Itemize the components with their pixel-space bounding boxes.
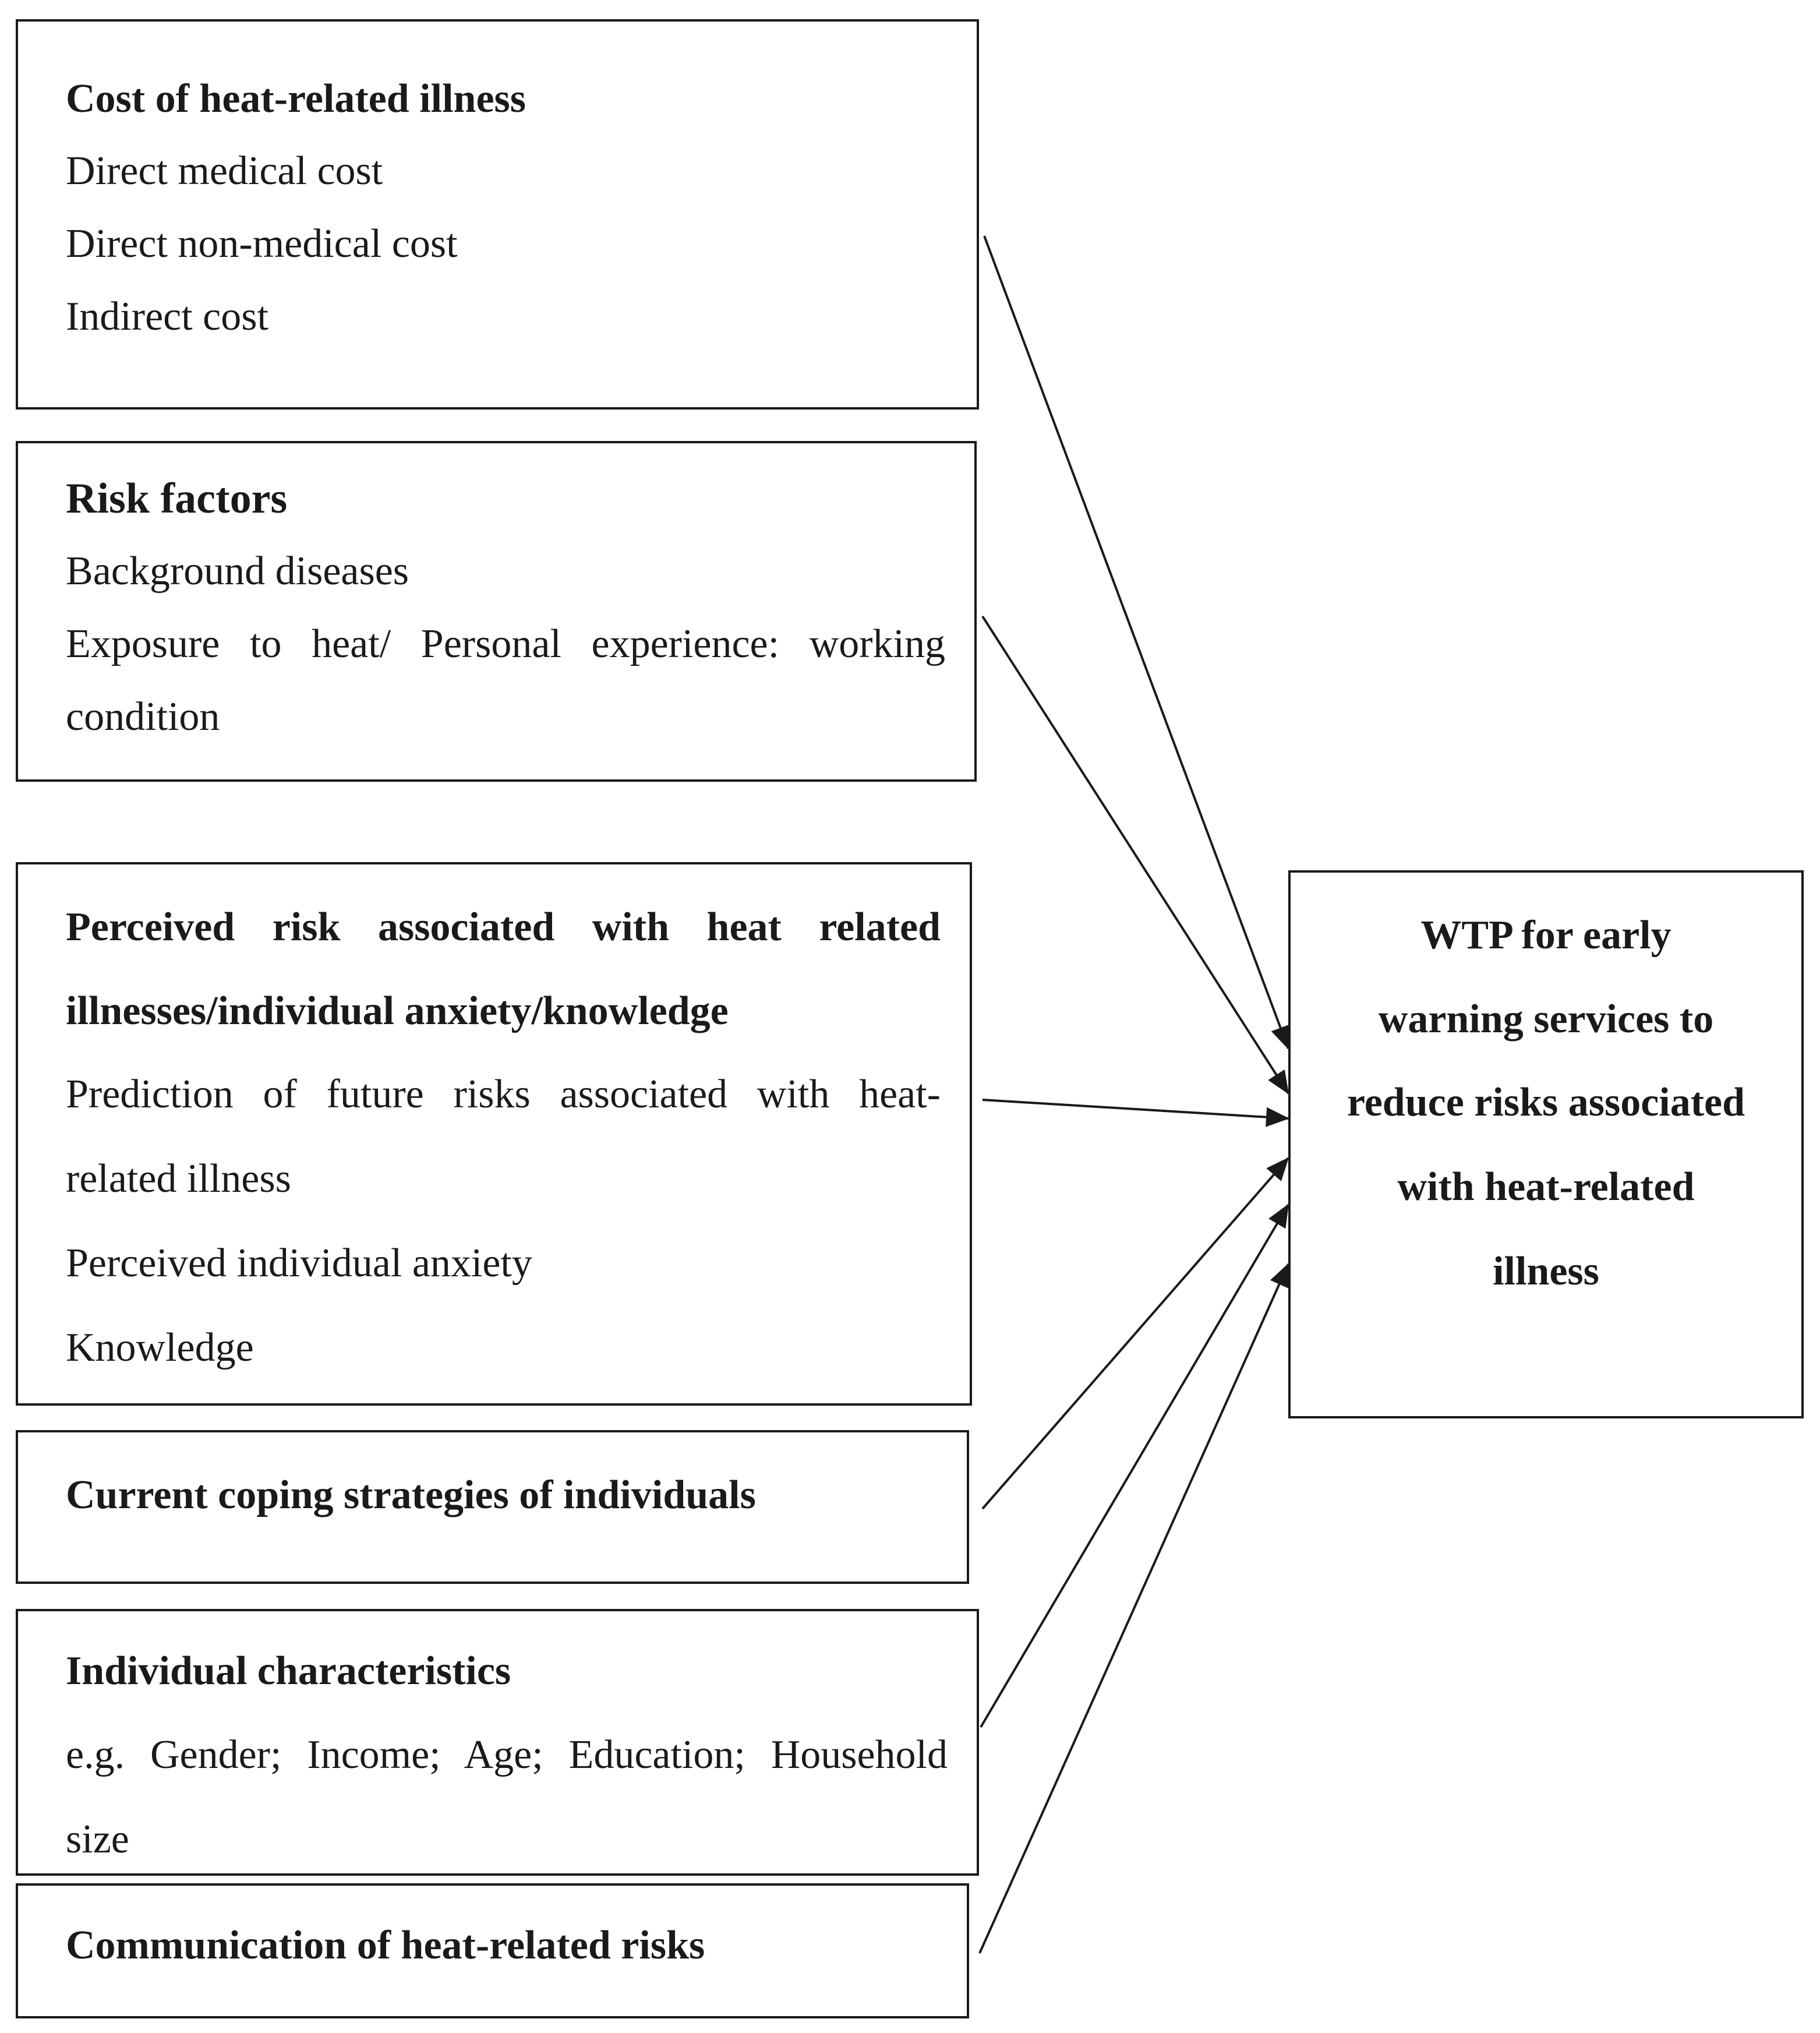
perceived-item-prediction: Prediction of future risks associated wi…: [66, 1072, 941, 1117]
target-line-5: illness: [1493, 1249, 1599, 1294]
communication-title: Communication of heat-related risks: [66, 1923, 705, 1968]
individual-title: Individual characteristics: [66, 1649, 511, 1693]
perceived-item-related-illness: related illness: [66, 1156, 291, 1201]
perceived-risk-box: Perceived risk associated with heat rela…: [16, 862, 972, 1406]
cost-box: Cost of heat-related illness Direct medi…: [16, 19, 979, 410]
coping-title: Current coping strategies of individuals: [66, 1473, 756, 1517]
target-line-2: warning services to: [1378, 997, 1714, 1042]
target-line-1: WTP for early: [1420, 913, 1671, 958]
risk-item-condition: condition: [66, 694, 220, 739]
individual-item-examples: e.g. Gender; Income; Age; Education; Hou…: [66, 1732, 948, 1777]
arrow-communication-to-wtp: [978, 1263, 1289, 1954]
risk-factors-box: Risk factors Background diseases Exposur…: [16, 441, 977, 782]
perceived-item-anxiety: Perceived individual anxiety: [66, 1241, 532, 1286]
coping-strategies-box: Current coping strategies of individuals: [16, 1430, 969, 1584]
target-line-4: with heat-related: [1397, 1164, 1695, 1209]
arrow-perceived-to-wtp: [982, 1099, 1289, 1127]
arrow-coping-to-wtp: [981, 1157, 1289, 1510]
individual-characteristics-box: Individual characteristics e.g. Gender; …: [16, 1609, 979, 1876]
perceived-title-line-2: illnesses/individual anxiety/knowledge: [66, 989, 729, 1033]
risk-factors-title: Risk factors: [66, 475, 288, 523]
arrow-cost-to-wtp: [983, 235, 1290, 1050]
cost-title: Cost of heat-related illness: [66, 76, 526, 121]
arrow-risk-to-wtp: [981, 615, 1289, 1095]
perceived-title-line-1: Perceived risk associated with heat rela…: [66, 905, 941, 950]
risk-item-exposure: Exposure to heat/ Personal experience: w…: [66, 622, 945, 666]
arrow-individual-to-wtp: [980, 1203, 1289, 1728]
communication-box: Communication of heat-related risks: [16, 1883, 969, 2018]
cost-item-direct-non-medical: Direct non-medical cost: [66, 221, 458, 266]
cost-item-direct-medical: Direct medical cost: [66, 149, 383, 193]
wtp-target-box: WTP for early warning services to reduce…: [1288, 870, 1804, 1418]
target-line-3: reduce risks associated: [1347, 1080, 1745, 1125]
cost-item-indirect: Indirect cost: [66, 294, 268, 339]
risk-item-background: Background diseases: [66, 549, 409, 594]
individual-item-size: size: [66, 1817, 129, 1862]
perceived-item-knowledge: Knowledge: [66, 1325, 254, 1370]
